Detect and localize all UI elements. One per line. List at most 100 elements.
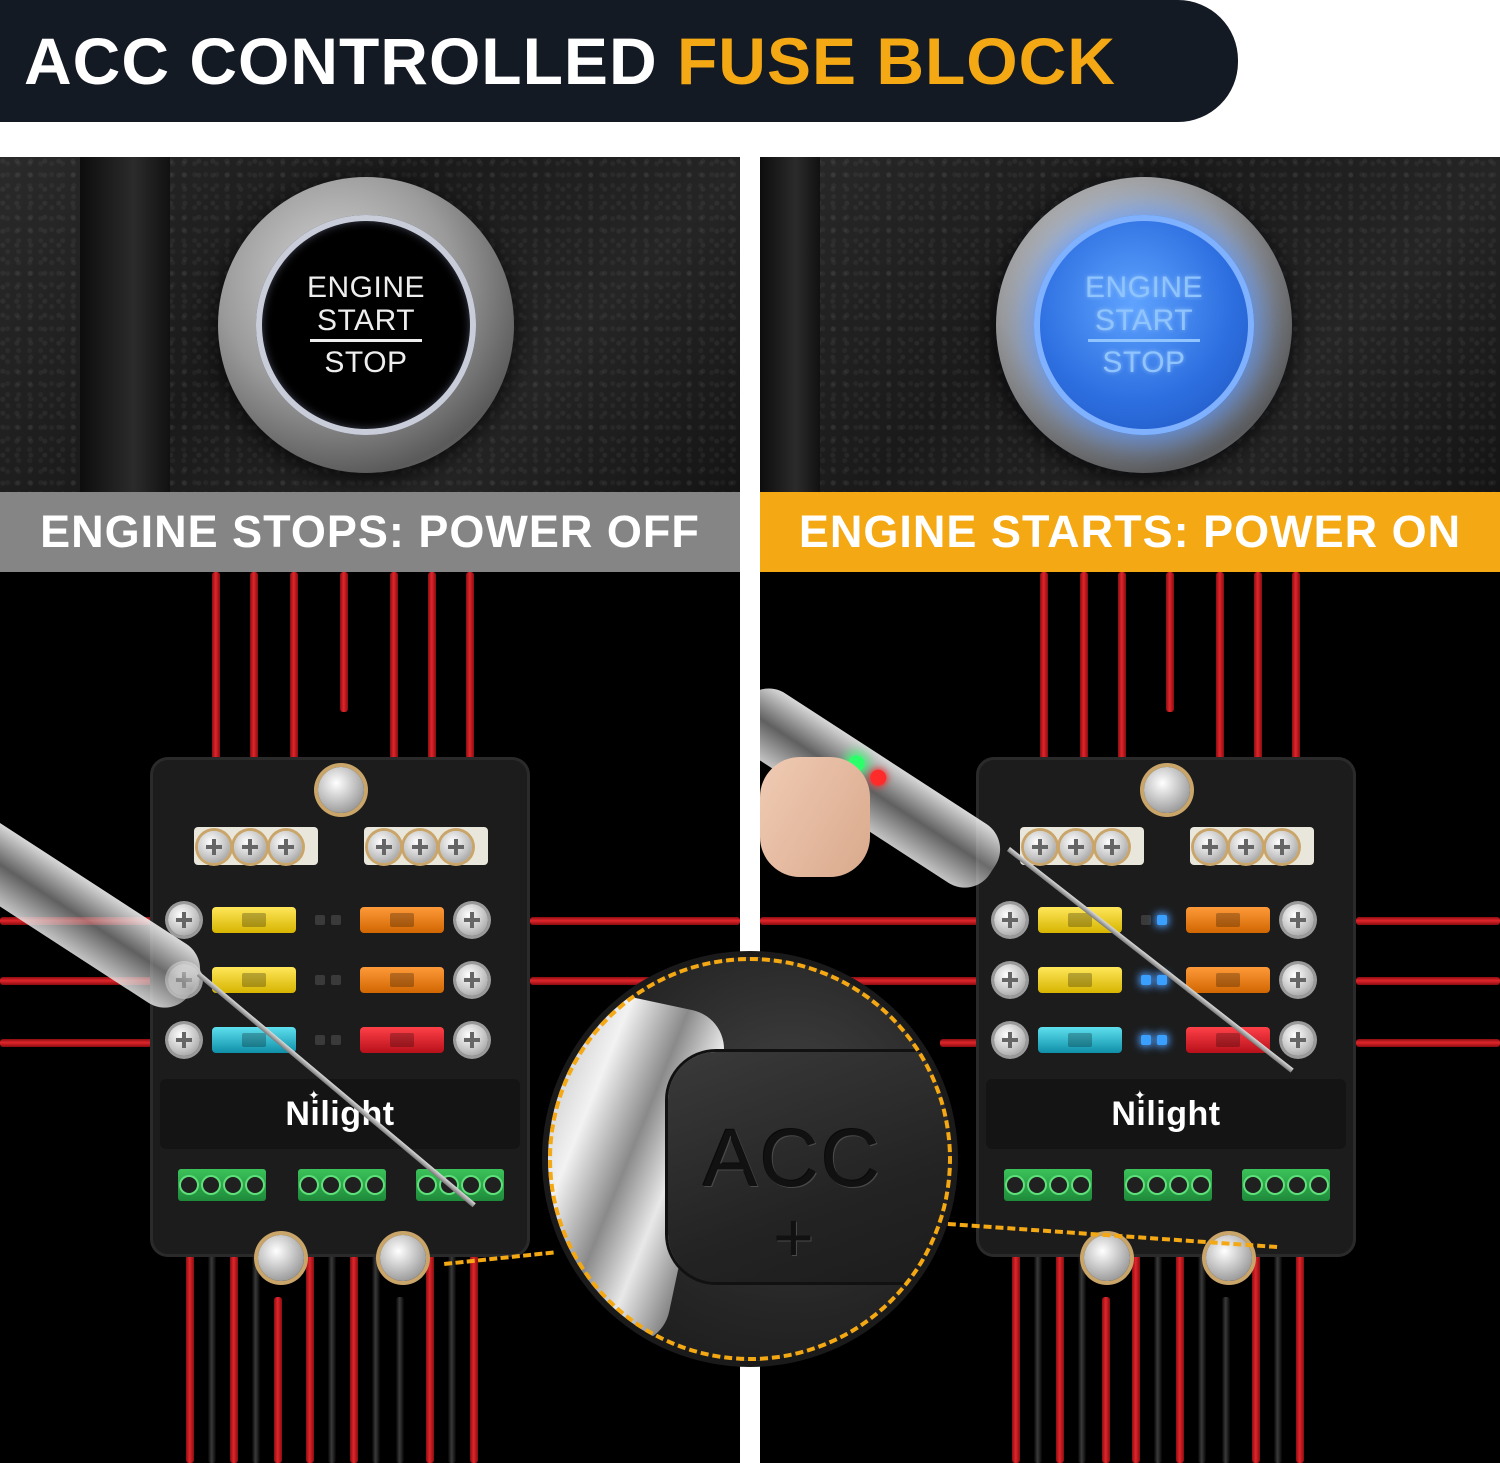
led-indicators: [1134, 915, 1174, 925]
wire-bottom-4: [1078, 1207, 1086, 1463]
terminal-block-3-4: [298, 1169, 386, 1201]
screw-icon: [168, 1024, 200, 1056]
wire-bottom-1: [186, 1207, 194, 1463]
engine-start-stop-button[interactable]: ENGINE START STOP: [256, 215, 476, 435]
wire-bottom-4: [252, 1207, 260, 1463]
wire-bottom-10: [1222, 1297, 1230, 1463]
battery-post-top: [318, 767, 364, 813]
button-label-stop: STOP: [1102, 346, 1186, 379]
wire-side-left-3: [0, 1039, 160, 1047]
screw-icon: [203, 1177, 219, 1193]
screw-icon: [994, 904, 1026, 936]
panel-power-off: ENGINE START STOP ENGINE STOPS: POWER OF…: [0, 157, 740, 1463]
engine-button-ring: ENGINE START STOP: [996, 177, 1292, 473]
screw-icon: [345, 1177, 361, 1193]
fuse[interactable]: [1038, 967, 1122, 993]
screw-icon: [1267, 1177, 1283, 1193]
wire-side-right-2: [1356, 977, 1500, 985]
screw-icon: [1029, 1177, 1045, 1193]
button-label-start: START: [316, 304, 416, 337]
wire-bottom-11: [426, 1207, 434, 1463]
button-label-start: START: [1094, 304, 1194, 337]
fuse[interactable]: [360, 1027, 444, 1053]
led-icon: [331, 975, 341, 985]
fuse[interactable]: [360, 967, 444, 993]
wire-bottom-13: [470, 1207, 478, 1463]
fuse[interactable]: [212, 967, 296, 993]
wire-top-7: [466, 572, 474, 772]
terminal-block-3-4: [1124, 1169, 1212, 1201]
wire-top-6: [1254, 572, 1262, 772]
led-icon: [1141, 975, 1151, 985]
button-label-engine: ENGINE: [1084, 271, 1204, 304]
screw-icon: [1007, 1177, 1023, 1193]
sparkle-icon: ✦: [308, 1087, 320, 1103]
bus-terminal-right: [1190, 827, 1314, 865]
engine-start-stop-button[interactable]: ENGINE START STOP: [1034, 215, 1254, 435]
page-title: ACC CONTROLLED FUSE BLOCK: [24, 18, 1116, 104]
wire-top-2: [250, 572, 258, 772]
screw-icon: [247, 1177, 263, 1193]
fuse[interactable]: [1186, 967, 1270, 993]
wire-bottom-6: [1132, 1207, 1140, 1463]
screw-icon: [456, 1024, 488, 1056]
wire-bottom-7: [328, 1207, 336, 1463]
panel-power-on: ENGINE START STOP ENGINE STARTS: POWER O…: [760, 157, 1500, 1463]
screw-icon: [323, 1177, 339, 1193]
screw-icon: [1245, 1177, 1261, 1193]
fuse[interactable]: [1186, 907, 1270, 933]
wire-bottom-2: [208, 1207, 216, 1463]
bus-terminal-left: [1020, 827, 1144, 865]
screw-icon: [367, 1177, 383, 1193]
logo-area: ✦ Nilight: [986, 1079, 1346, 1149]
header-banner: [0, 0, 1238, 122]
button-divider: [310, 339, 422, 342]
fuse[interactable]: [360, 907, 444, 933]
wire-bottom-8: [350, 1207, 358, 1463]
fuse-row-1: [994, 895, 1338, 945]
terminal-block-1-2: [1004, 1169, 1092, 1201]
wire-side-right-2: [530, 977, 740, 985]
fuse-block: ✦ Nilight: [976, 757, 1356, 1257]
fuse-row-2: [168, 955, 512, 1005]
wire-bottom-5: [274, 1297, 282, 1463]
wire-bottom-8: [1176, 1207, 1184, 1463]
led-indicators: [1134, 975, 1174, 985]
magnifier-dashed-ring: [548, 957, 952, 1361]
led-indicators: [308, 975, 348, 985]
status-bar-off: ENGINE STOPS: POWER OFF: [0, 492, 740, 572]
sparkle-icon: ✦: [1134, 1087, 1146, 1103]
led-icon: [315, 1035, 325, 1045]
led-icon: [1157, 915, 1167, 925]
wire-bottom-6: [306, 1207, 314, 1463]
fuse[interactable]: [212, 907, 296, 933]
wire-side-right-1: [530, 917, 740, 925]
fuse[interactable]: [1038, 1027, 1122, 1053]
wire-side-right-3: [1356, 1039, 1500, 1047]
screw-icon: [994, 1024, 1026, 1056]
wire-bottom-12: [448, 1207, 456, 1463]
wire-top-1: [212, 572, 220, 772]
led-icon: [1157, 975, 1167, 985]
button-divider: [1088, 339, 1200, 342]
wire-bottom-13: [1296, 1207, 1304, 1463]
wire-top-3: [290, 572, 298, 772]
wire-bottom-7: [1154, 1207, 1162, 1463]
led-icon: [315, 915, 325, 925]
wire-bottom-10: [396, 1297, 404, 1463]
wire-bottom-12: [1274, 1207, 1282, 1463]
screw-icon: [1194, 831, 1226, 863]
fuse[interactable]: [212, 1027, 296, 1053]
screw-icon: [456, 904, 488, 936]
wire-bottom-3: [230, 1207, 238, 1463]
wire-top-1: [1040, 572, 1048, 772]
screw-icon: [994, 964, 1026, 996]
acc-post[interactable]: [1206, 1235, 1252, 1281]
fuse-row-1: [168, 895, 512, 945]
dashboard-trim: [80, 157, 170, 492]
wire-side-right-1: [1356, 917, 1500, 925]
wire-top-5: [1216, 572, 1224, 772]
led-icon: [331, 1035, 341, 1045]
acc-post[interactable]: [380, 1235, 426, 1281]
fuse-row-3: [168, 1015, 512, 1065]
